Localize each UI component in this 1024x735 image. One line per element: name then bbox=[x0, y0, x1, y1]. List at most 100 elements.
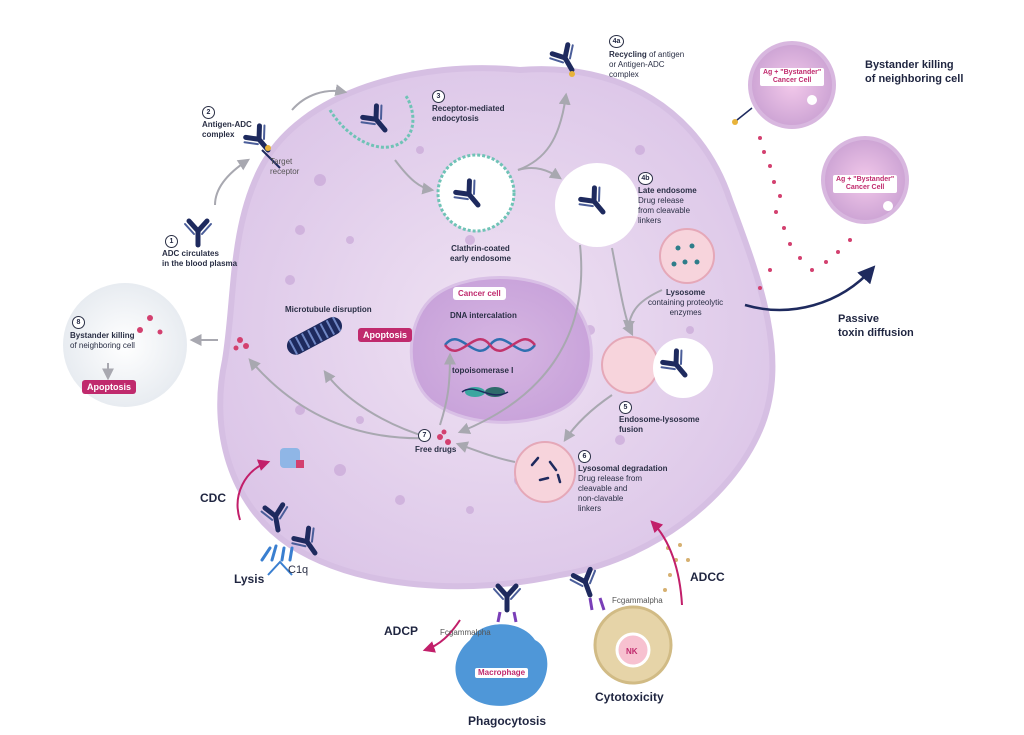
adcc-arrow bbox=[650, 520, 683, 606]
target-receptor-line2: receptor bbox=[270, 167, 300, 176]
bystander-heading-line2: of neighboring cell bbox=[865, 73, 964, 85]
step-6-line3: cleavable and bbox=[578, 484, 628, 493]
microtubule-label: Microtubule disruption bbox=[285, 305, 372, 314]
step-4a-line3: complex bbox=[609, 70, 639, 79]
lysis-label: Lysis bbox=[234, 572, 265, 586]
cdc-label: CDC bbox=[200, 491, 226, 505]
early-endosome bbox=[436, 153, 516, 233]
step-4b-line4: linkers bbox=[638, 216, 662, 225]
dna-helix bbox=[444, 338, 536, 352]
toxin-dots bbox=[758, 136, 852, 290]
early-endosome-line1: Clathrin-coated bbox=[451, 244, 510, 253]
mac-complex-icon bbox=[280, 448, 300, 468]
step-5-title: Endosome-lysosome bbox=[619, 415, 700, 424]
adcc-label: ADCC bbox=[690, 570, 725, 584]
fusion-lysosome bbox=[601, 336, 659, 394]
step-6-line4: non-clavable bbox=[578, 494, 624, 503]
apoptosis-pill-center: Apoptosis bbox=[358, 328, 412, 342]
skull-icon bbox=[807, 95, 893, 211]
bystander-heading: Bystander killing of neighboring cell bbox=[865, 58, 963, 86]
adcp-arrow bbox=[422, 619, 461, 653]
degraded-fragments bbox=[530, 456, 562, 484]
antibody-step1 bbox=[185, 221, 211, 245]
step-6-line2: Drug release from bbox=[578, 474, 643, 483]
target-receptor-line1: Target bbox=[270, 157, 293, 166]
step-4a-line2: or Antigen-ADC bbox=[609, 60, 665, 69]
step-4b-line3: from cleavable bbox=[638, 206, 691, 215]
bystander-cell-bottom-line2: Cancer Cell bbox=[845, 184, 885, 191]
step-5-sub: fusion bbox=[619, 425, 643, 434]
step-2-badge: 2 bbox=[202, 106, 215, 119]
adcp-label: ADCP bbox=[384, 624, 419, 638]
diffusion-arrow bbox=[744, 265, 876, 312]
step-5-badge: 5 bbox=[619, 401, 632, 414]
nk-nucleus bbox=[615, 632, 651, 668]
bystander-cell-top-line2: Cancer Cell bbox=[772, 77, 812, 84]
dna-intercalation-label: DNA intercalation bbox=[450, 311, 517, 320]
lysosome-line3: enzymes bbox=[669, 308, 702, 317]
cdc-complex bbox=[261, 504, 326, 576]
step-4a-badge: 4a bbox=[609, 35, 624, 48]
step-8-badge: 8 bbox=[72, 316, 85, 329]
step-2-sub: complex bbox=[202, 130, 235, 139]
passive-diffusion-line2: toxin diffusion bbox=[838, 327, 914, 339]
bystander-cell-top-label: Ag + "Bystander"Cancer Cell bbox=[760, 68, 825, 86]
step-8-title: Bystander killing bbox=[70, 331, 135, 340]
step-3-title: Receptor-mediated bbox=[432, 104, 505, 113]
fc-receptor-label-left: Fcgammalpha bbox=[440, 628, 491, 637]
free-drugs bbox=[137, 315, 451, 445]
microtubule bbox=[286, 316, 343, 355]
step-6-line5: linkers bbox=[578, 504, 602, 513]
topoisomerase-shape bbox=[461, 387, 509, 397]
bystander-heading-line1: Bystander killing bbox=[865, 59, 954, 71]
step-2-title: Antigen-ADC bbox=[202, 120, 252, 129]
invagination-membrane bbox=[328, 93, 415, 149]
bystander-cell-bottom-label: Ag + "Bystander"Cancer Cell bbox=[833, 175, 898, 193]
apoptosis-pill-left: Apoptosis bbox=[82, 380, 136, 394]
cancer-cell-label: Cancer cell bbox=[453, 287, 506, 300]
step-7-badge: 7 bbox=[418, 429, 431, 442]
bystander-cell-bottom-line1: Ag + "Bystander" bbox=[836, 176, 895, 183]
cytotoxicity-label: Cytotoxicity bbox=[595, 690, 664, 704]
c1q-label: C1q bbox=[288, 564, 309, 576]
step-6-badge: 6 bbox=[578, 450, 591, 463]
step-4b-title: Late endosome bbox=[638, 186, 697, 195]
lysosome-title: Lysosome bbox=[665, 288, 706, 297]
step-4b-badge: 4b bbox=[638, 172, 653, 185]
step-1-sub: in the blood plasma bbox=[162, 259, 238, 268]
step-7-label: Free drugs bbox=[415, 445, 456, 455]
step-4b-line2: Drug release bbox=[638, 196, 684, 205]
step-8-sub: of neighboring cell bbox=[70, 341, 135, 350]
early-endosome-line2: early endosome bbox=[450, 254, 511, 263]
fusion-endosome bbox=[653, 338, 713, 398]
step-4a-rest: of antigen bbox=[646, 50, 685, 59]
lysosome-line2: containing proteolytic bbox=[648, 298, 724, 307]
antibody-adcp bbox=[494, 586, 520, 610]
macrophage-label: Macrophage bbox=[475, 668, 529, 678]
macrophage bbox=[455, 624, 548, 706]
step-3-badge: 3 bbox=[432, 90, 445, 103]
bystander-cell-left bbox=[63, 283, 187, 407]
topoisomerase-label: topoisomerase I bbox=[452, 366, 514, 375]
nk-label: NK bbox=[626, 647, 638, 656]
step-4a-title: Recycling bbox=[609, 50, 647, 59]
phagocytosis-label: Phagocytosis bbox=[468, 714, 547, 728]
bystander-cell-top-line1: Ag + "Bystander" bbox=[763, 69, 822, 76]
step-6-title: Lysosomal degradation bbox=[578, 464, 668, 473]
process-arrows bbox=[102, 84, 663, 463]
step-3-sub: endocytosis bbox=[432, 114, 479, 123]
step-7-title: Free drugs bbox=[415, 445, 457, 454]
degradation-lysosome bbox=[514, 441, 576, 503]
